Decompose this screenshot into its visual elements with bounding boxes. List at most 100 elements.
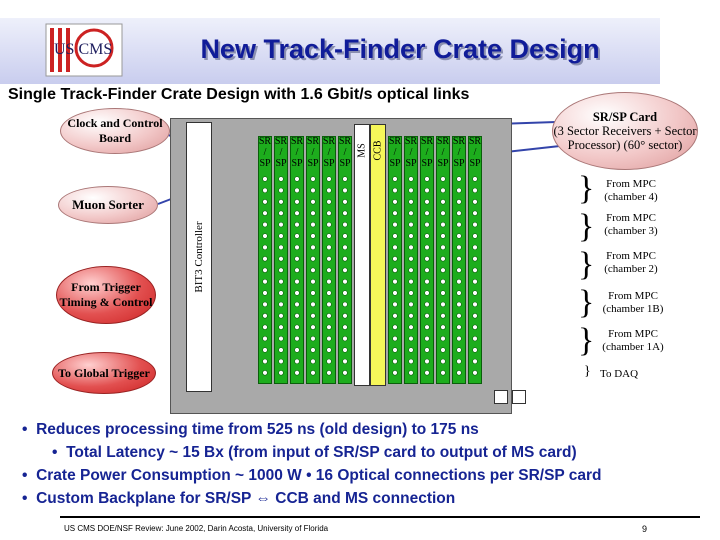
connector-dot [408, 176, 414, 182]
connector-dot [278, 233, 284, 239]
connector-dot [424, 313, 430, 319]
mpc-chamber-3-label: From MPC (chamber 3) [604, 212, 658, 237]
sr-sp-slot-label: SR/SP [274, 136, 288, 169]
connector-dot [408, 290, 414, 296]
connector-dot [392, 347, 398, 353]
connector-dot [310, 347, 316, 353]
connector-dot [262, 176, 268, 182]
connector-dot [440, 233, 446, 239]
connector-dot [424, 210, 430, 216]
slot-label-slash: / [473, 147, 477, 158]
slot-label-sr: SR [420, 136, 434, 147]
connector-dot [440, 187, 446, 194]
connector-dot [472, 335, 478, 342]
sr-sp-slot-label: SR/SP [306, 136, 320, 169]
connector-dot [326, 278, 332, 285]
connector-dot [472, 290, 478, 296]
connector-dot [326, 290, 332, 296]
sr-sp-card-slot [452, 136, 466, 384]
slot-label-slash: / [343, 147, 347, 158]
bullet-list: • Reduces processing time from 525 ns (o… [22, 418, 602, 510]
connector-dot [456, 221, 462, 228]
sr-sp-slot-label: SR/SP [436, 136, 450, 169]
connector-dot [472, 210, 478, 216]
connector-dot [278, 370, 284, 376]
sr-sp-slot-label: SR/SP [258, 136, 272, 169]
connector-dot [456, 358, 462, 365]
crate-fan-box [512, 390, 526, 404]
connector-dot [392, 335, 398, 342]
connector-dot [392, 324, 398, 330]
connector-dot [456, 210, 462, 216]
connector-dot [342, 256, 348, 262]
connector-dot [408, 256, 414, 262]
connector-dot [392, 176, 398, 182]
connector-dot [392, 267, 398, 273]
connector-dot [294, 267, 300, 273]
slot-label-sr: SR [290, 136, 304, 147]
connector-dot [424, 278, 430, 285]
connector-dot [440, 278, 446, 285]
connector-dot [440, 176, 446, 182]
mpc-chamber-4-label: From MPC (chamber 4) [604, 178, 658, 203]
brace-icon: } [578, 322, 595, 359]
connector-dot [424, 370, 430, 376]
mpc-chamber-1b-label: From MPC (chamber 1B) [602, 290, 664, 315]
connector-dot [294, 176, 300, 182]
slot-label-sp: SP [259, 158, 271, 169]
ccb-card: CCB [370, 124, 386, 386]
connector-dot [342, 358, 348, 365]
connector-dot [424, 301, 430, 308]
connector-dot [472, 278, 478, 285]
mpc-chamber-2-label: From MPC (chamber 2) [604, 250, 658, 275]
sr-sp-card-slot [258, 136, 272, 384]
connector-dot [326, 347, 332, 353]
bullet-item: • Crate Power Consumption ~ 1000 W • 16 … [22, 467, 602, 484]
slot-label-slash: / [393, 147, 397, 158]
slot-label-sp: SP [389, 158, 401, 169]
slot-label-slash: / [457, 147, 461, 158]
connector-dot [262, 233, 268, 239]
connector-dot [326, 221, 332, 228]
sr-sp-card-slot [274, 136, 288, 384]
connector-dot [440, 221, 446, 228]
connector-dot [294, 187, 300, 194]
connector-dot [342, 347, 348, 353]
slot-label-sp: SP [323, 158, 335, 169]
connector-dot [408, 244, 414, 251]
connector-dot [342, 244, 348, 251]
connector-dot [472, 199, 478, 205]
connector-dot [326, 233, 332, 239]
connector-dot [278, 301, 284, 308]
connector-dot [294, 244, 300, 251]
connector-dot [456, 256, 462, 262]
sr-sp-slot-label: SR/SP [322, 136, 336, 169]
bullet-item: • Total Latency ~ 15 Bx (from input of S… [52, 444, 577, 461]
connector-dot [408, 233, 414, 239]
connector-dot [456, 324, 462, 330]
connector-dot [424, 176, 430, 182]
ccb-label: CCB [372, 140, 384, 161]
connector-dot [456, 301, 462, 308]
connector-dot [342, 267, 348, 273]
connector-dot [310, 187, 316, 194]
connector-dot [472, 313, 478, 319]
connector-dot [326, 324, 332, 330]
connector-dot [342, 324, 348, 330]
connector-dot [408, 187, 414, 194]
slot-label-sr: SR [322, 136, 336, 147]
connector-dot [456, 199, 462, 205]
connector-dot [440, 324, 446, 330]
footer-text: US CMS DOE/NSF Review: June 2002, Darin … [64, 524, 329, 533]
connector-dot [310, 221, 316, 228]
connector-dot [472, 324, 478, 330]
connector-dot [342, 221, 348, 228]
connector-dot [262, 370, 268, 376]
connector-dot [342, 199, 348, 205]
connector-dot [326, 244, 332, 251]
connector-dot [472, 221, 478, 228]
connector-dot [294, 335, 300, 342]
connector-dot [294, 199, 300, 205]
sr-sp-slot-label: SR/SP [290, 136, 304, 169]
connector-dot [326, 210, 332, 216]
